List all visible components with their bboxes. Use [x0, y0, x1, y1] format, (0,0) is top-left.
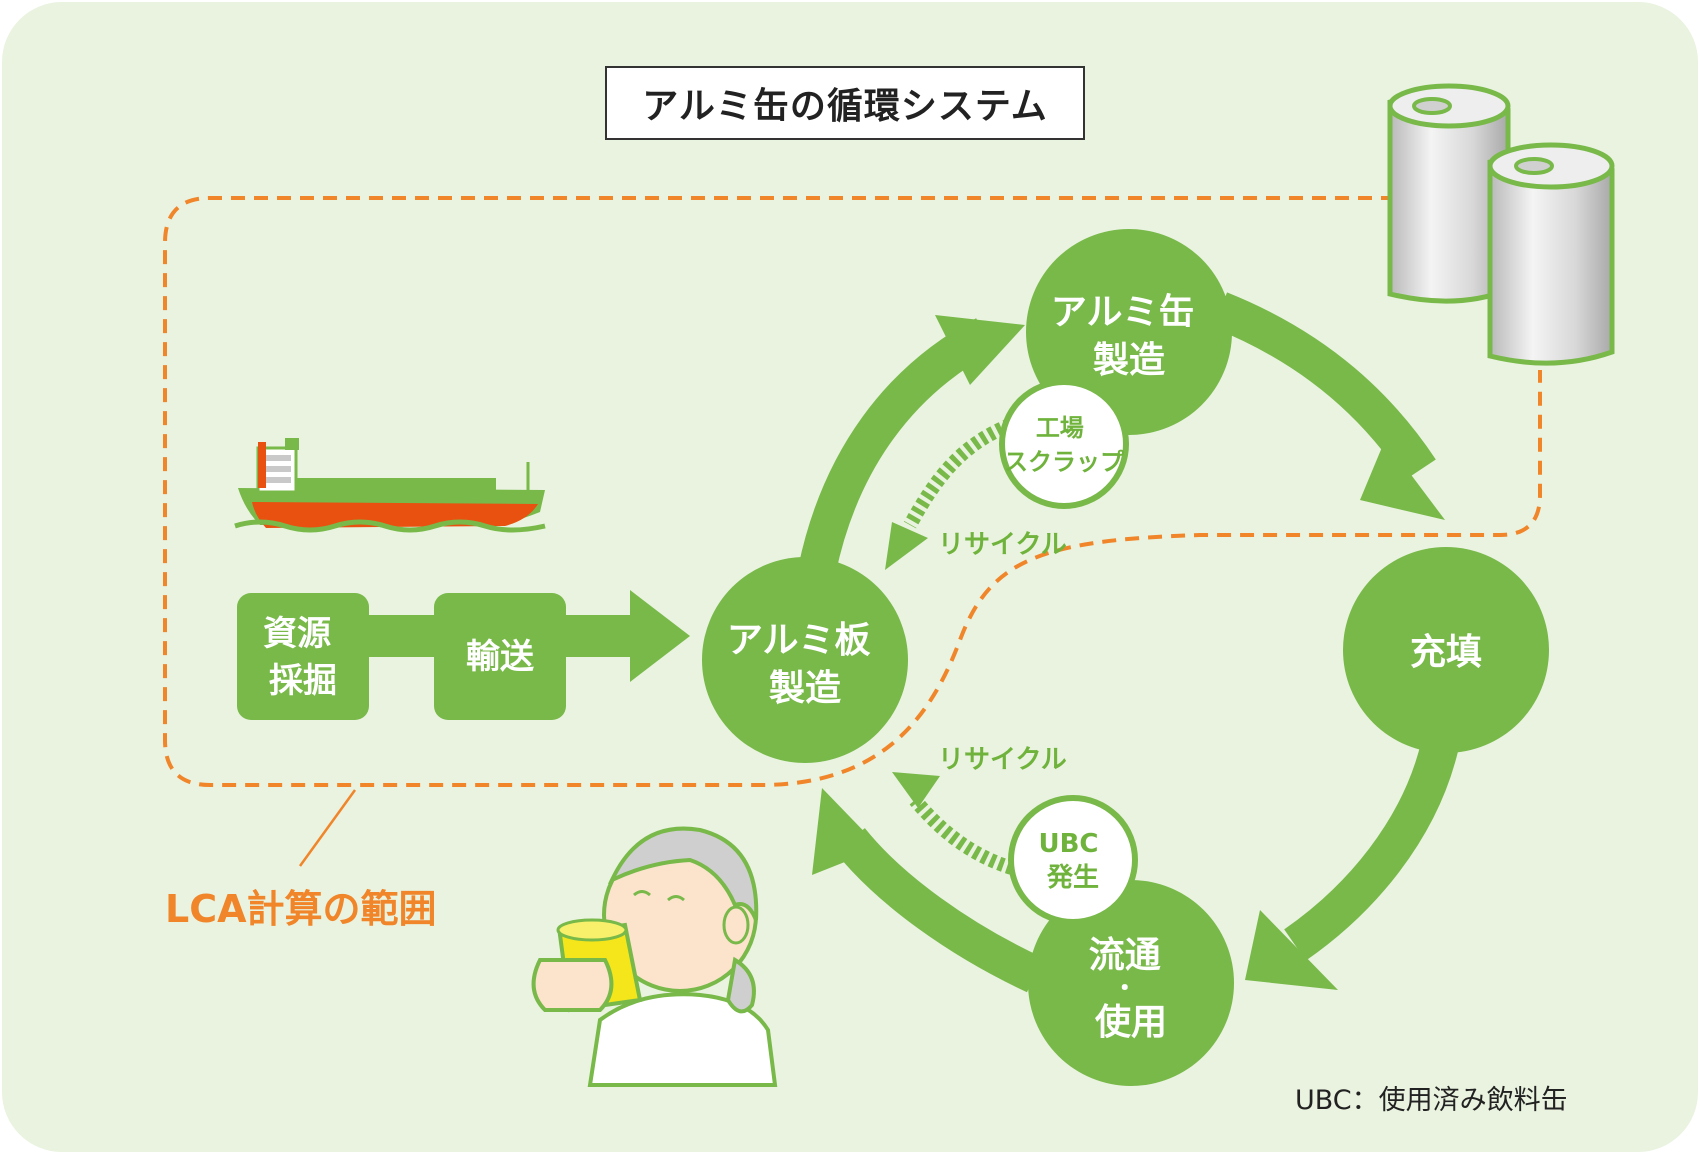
lca-boundary [163, 196, 1542, 787]
distribution-line2: 使用 [1095, 1002, 1167, 1043]
node-sheet-manufacture [702, 557, 908, 763]
arrow-filling-to-distribution [1284, 740, 1459, 961]
can-line1: アルミ缶 [1051, 292, 1195, 333]
node-transport [434, 593, 566, 720]
arrow-can-to-filling [1212, 292, 1436, 481]
title-box: アルミ缶の循環システム [605, 66, 1085, 140]
person-drinking-illustration [531, 826, 778, 1087]
recycle-arrowheads [885, 522, 940, 808]
node-distribution-use [1028, 880, 1234, 1086]
resource-line2: 採掘 [269, 661, 337, 701]
svg-text:工場 スクラップ: 工場 スクラップ [1004, 414, 1125, 476]
page-title: アルミ缶の循環システム [642, 86, 1048, 127]
arrowhead-to-can [935, 315, 1025, 385]
ubc-line1: UBC [1038, 829, 1098, 859]
sheet-line2: 製造 [769, 668, 841, 709]
arrow-sheet-to-can [798, 318, 995, 574]
ubc-line2: 発生 [1046, 863, 1099, 893]
lca-scope-label: LCA計算の範囲 [165, 887, 437, 931]
recycle-label-bottom: リサイクル [938, 745, 1067, 775]
distribution-dot: ・ [1113, 974, 1137, 1002]
recycle-label-top: リサイクル [938, 530, 1067, 560]
cycle-arrowheads [812, 315, 1445, 990]
recycle-dotted-arrows [903, 418, 1015, 875]
svg-text:流通 ・ 使用: 流通 ・ 使用 [1089, 935, 1174, 1043]
resource-line1: 資源 [263, 614, 331, 654]
lca-leader-line [298, 789, 357, 867]
arrowhead-to-filling [1360, 440, 1445, 520]
svg-text:アルミ板 製造: アルミ板 製造 [727, 620, 883, 709]
distribution-line1: 流通 [1089, 935, 1161, 976]
svg-text:アルミ缶 製造: アルミ缶 製造 [1051, 292, 1207, 381]
scrap-line1: 工場 [1036, 414, 1084, 442]
factory-scrap-circle [999, 379, 1129, 509]
sheet-line1: アルミ板 [727, 620, 871, 661]
node-filling [1343, 547, 1549, 753]
can-line2: 製造 [1093, 340, 1165, 381]
footnote: UBC：使用済み飲料缶 [1295, 1085, 1568, 1116]
svg-text:資源 採掘: 資源 採掘 [263, 614, 343, 701]
arrowhead-to-sheet [812, 788, 880, 875]
svg-text:UBC 発生: UBC 発生 [1038, 829, 1107, 893]
arrow-distribution-to-sheet [835, 827, 1044, 993]
filling-label: 充填 [1410, 632, 1482, 673]
cans-illustration [1387, 83, 1615, 366]
scrap-line2: スクラップ [1004, 448, 1125, 476]
transport-label: 輸送 [466, 637, 534, 677]
cycle-arrows [798, 292, 1459, 993]
arrowhead-to-distribution [1245, 910, 1338, 990]
node-resource-mining [237, 593, 369, 720]
linear-flow-arrow [360, 590, 690, 682]
ship-illustration [234, 438, 546, 533]
ubc-circle [1008, 795, 1138, 925]
